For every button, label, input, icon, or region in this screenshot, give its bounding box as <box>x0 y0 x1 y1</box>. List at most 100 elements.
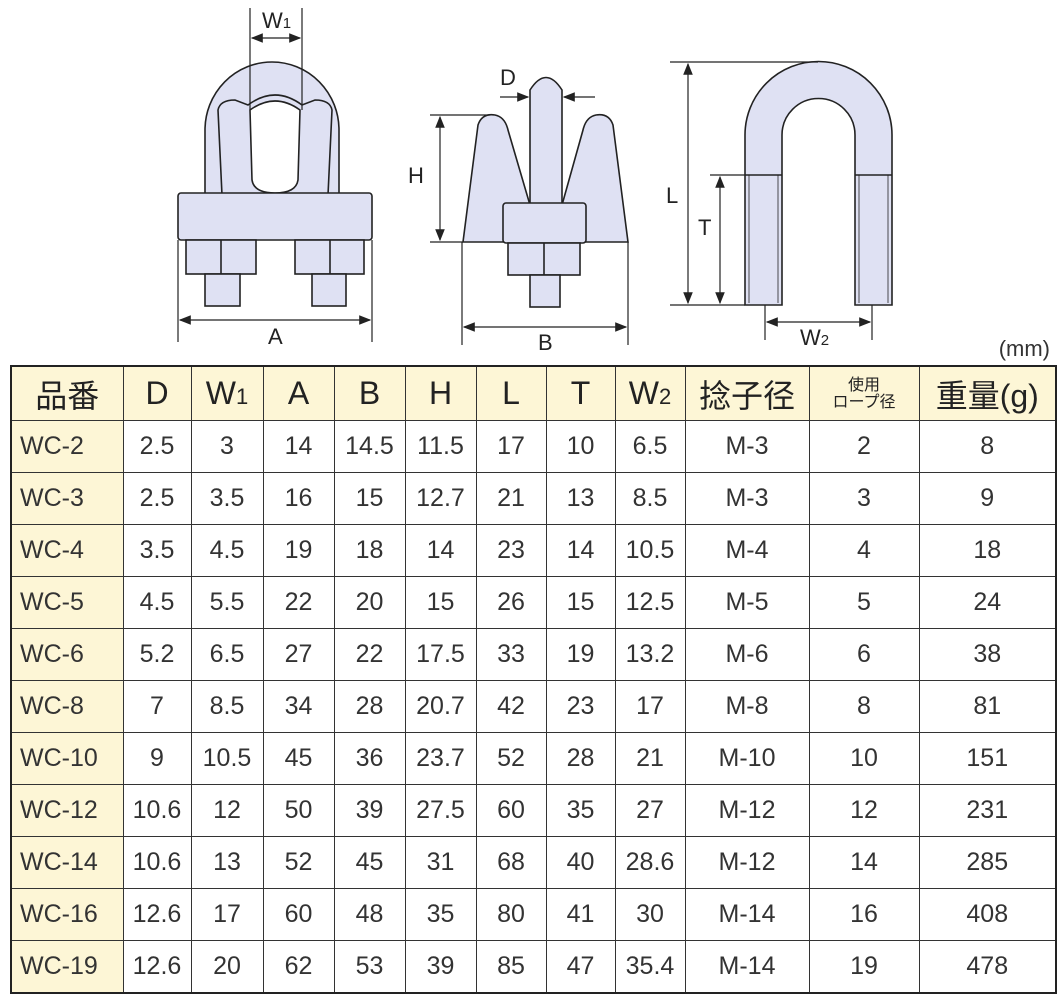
column-header-sub: 2 <box>658 384 672 409</box>
table-cell: M-10 <box>684 732 810 785</box>
side-view-clip <box>462 76 629 308</box>
table-cell: 28 <box>333 680 406 733</box>
column-header-sub: 1 <box>235 384 249 409</box>
table-cell: 16 <box>262 472 335 525</box>
table-cell: 12.6 <box>122 940 192 994</box>
u-bolt <box>744 60 893 306</box>
table-cell: 47 <box>545 940 616 994</box>
column-header-main: L <box>502 375 520 411</box>
product-code-cell: WC-12 <box>10 784 124 837</box>
column-header: T <box>545 365 616 421</box>
table-cell: 34 <box>262 680 335 733</box>
table-cell: 80 <box>475 888 547 941</box>
table-cell: 4.5 <box>190 524 264 577</box>
table-cell: 8.5 <box>190 680 264 733</box>
column-header: A <box>262 365 335 421</box>
table-cell: 15 <box>545 576 616 629</box>
table-cell: 2.5 <box>122 472 192 525</box>
table-cell: 3.5 <box>122 524 192 577</box>
table-cell: 18 <box>918 524 1057 577</box>
table-cell: 10.5 <box>190 732 264 785</box>
table-cell: 5 <box>808 576 920 629</box>
table-cell: 52 <box>262 836 335 889</box>
table-cell: 20.7 <box>404 680 477 733</box>
table-cell: 8 <box>918 420 1057 473</box>
table-cell: 10.6 <box>122 784 192 837</box>
table-cell: 21 <box>614 732 686 785</box>
table-cell: M-12 <box>684 784 810 837</box>
table-cell: 39 <box>404 940 477 994</box>
table-cell: M-4 <box>684 524 810 577</box>
product-code-cell: WC-4 <box>10 524 124 577</box>
table-cell: 10.5 <box>614 524 686 577</box>
column-header: 重量(g) <box>918 365 1057 421</box>
table-cell: 2.5 <box>122 420 192 473</box>
table-cell: 12 <box>808 784 920 837</box>
table-cell: 6 <box>808 628 920 681</box>
table-cell: 3 <box>808 472 920 525</box>
table-cell: 19 <box>262 524 335 577</box>
product-code-cell: WC-5 <box>10 576 124 629</box>
table-cell: 12.7 <box>404 472 477 525</box>
table-cell: 3 <box>190 420 264 473</box>
table-cell: 13.2 <box>614 628 686 681</box>
product-code-cell: WC-3 <box>10 472 124 525</box>
table-cell: M-14 <box>684 888 810 941</box>
table-cell: 26 <box>475 576 547 629</box>
column-header-main: W <box>628 375 659 411</box>
table-cell: 41 <box>545 888 616 941</box>
label-h: H <box>408 163 424 188</box>
table-cell: 11.5 <box>404 420 477 473</box>
product-code-cell: WC-19 <box>10 940 124 994</box>
column-header: W1 <box>190 365 264 421</box>
column-header-main: W <box>205 375 236 411</box>
table-cell: 12.6 <box>122 888 192 941</box>
table-cell: 24 <box>918 576 1057 629</box>
table-cell: 5.2 <box>122 628 192 681</box>
table-cell: 50 <box>262 784 335 837</box>
table-cell: 53 <box>333 940 406 994</box>
table-cell: 27.5 <box>404 784 477 837</box>
table-cell: 6.5 <box>614 420 686 473</box>
column-header-main: 捻子径 <box>698 377 795 414</box>
table-cell: 28.6 <box>614 836 686 889</box>
wire-clip-dimension-diagrams: W1 A D H B L T W2 <box>177 8 893 355</box>
table-cell: 20 <box>333 576 406 629</box>
table-cell: 13 <box>545 472 616 525</box>
column-header: B <box>333 365 406 421</box>
table-cell: 14 <box>808 836 920 889</box>
table-cell: 14 <box>404 524 477 577</box>
table-cell: 478 <box>918 940 1057 994</box>
table-cell: 3.5 <box>190 472 264 525</box>
table-cell: 15 <box>333 472 406 525</box>
table-cell: 33 <box>475 628 547 681</box>
table-cell: 10 <box>545 420 616 473</box>
table-cell: 7 <box>122 680 192 733</box>
table-cell: 19 <box>808 940 920 994</box>
product-code-cell: WC-8 <box>10 680 124 733</box>
table-cell: 48 <box>333 888 406 941</box>
table-cell: 22 <box>262 576 335 629</box>
table-cell: 151 <box>918 732 1057 785</box>
label-l: L <box>666 183 678 208</box>
table-cell: 42 <box>475 680 547 733</box>
table-cell: 5.5 <box>190 576 264 629</box>
column-header-main: 使用 <box>847 376 880 394</box>
product-code-cell: WC-2 <box>10 420 124 473</box>
table-cell: 14 <box>545 524 616 577</box>
table-cell: 2 <box>808 420 920 473</box>
table-cell: 17.5 <box>404 628 477 681</box>
table-cell: 36 <box>333 732 406 785</box>
product-code-cell: WC-14 <box>10 836 124 889</box>
table-cell: 28 <box>545 732 616 785</box>
table-cell: 4 <box>808 524 920 577</box>
